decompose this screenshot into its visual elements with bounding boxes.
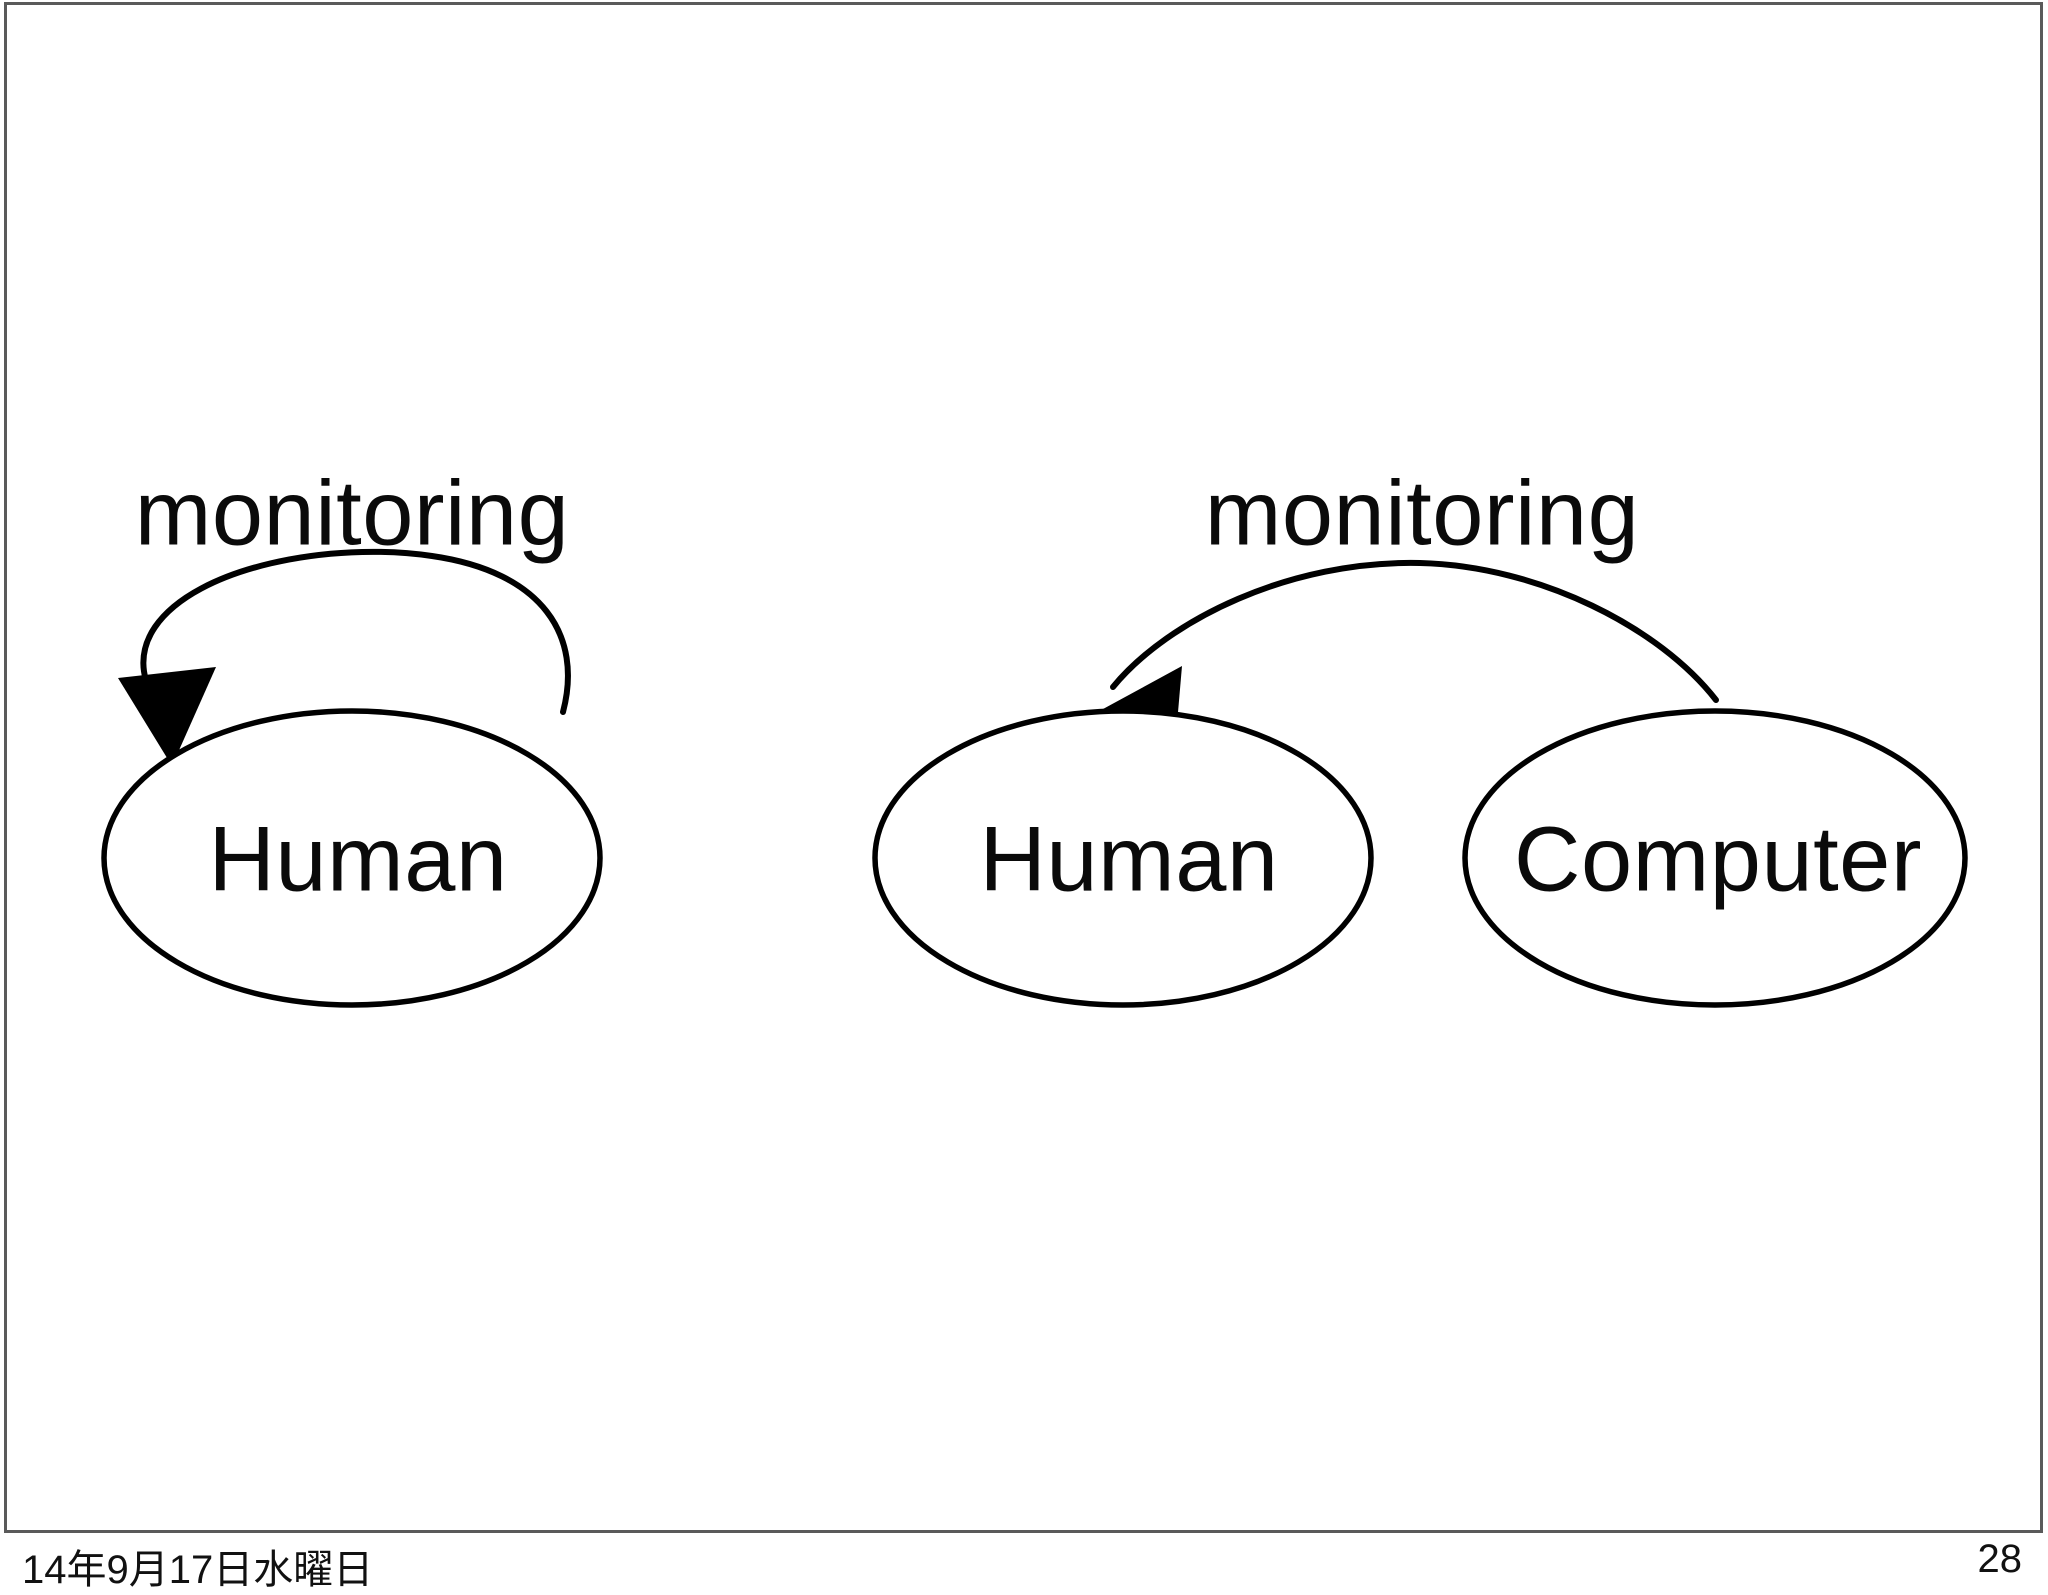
slide-frame <box>4 2 2043 1533</box>
slide-footer: 14年9月17日水曜日 28 <box>0 1535 2048 1592</box>
footer-page-number: 28 <box>1977 1537 2023 1581</box>
footer-date: 14年9月17日水曜日 <box>22 1548 374 1592</box>
